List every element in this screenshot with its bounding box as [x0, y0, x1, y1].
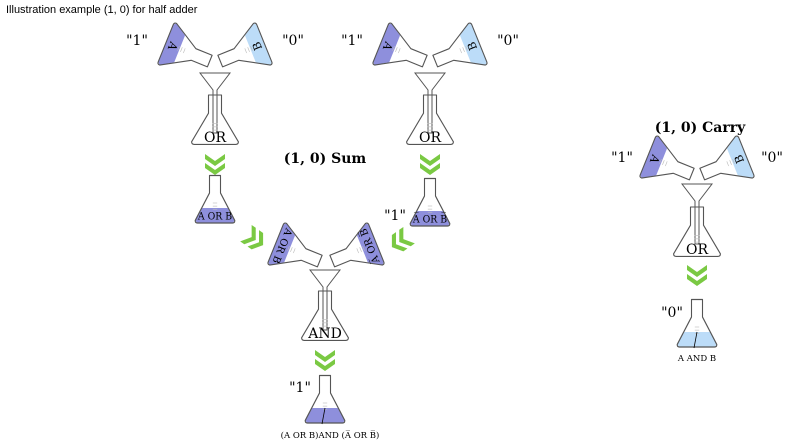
- value-a: "1": [341, 33, 363, 49]
- chevron-down-icon: [315, 350, 335, 371]
- liquid: [373, 23, 401, 66]
- flask-outline: [301, 290, 349, 341]
- result-value: "1": [289, 380, 311, 396]
- flask-result: A̅ OR B̅: [409, 177, 451, 227]
- flask-outline: [191, 94, 239, 145]
- chevron-down-icon: [205, 154, 225, 175]
- liquid: [356, 223, 384, 266]
- flask-label: A̅ OR B̅: [412, 213, 447, 226]
- gate-label: OR: [204, 130, 226, 146]
- chevron-down-icon: [420, 154, 440, 175]
- flask-gate: [191, 94, 239, 145]
- flask-outline: [432, 22, 488, 68]
- flask-outline: [329, 222, 385, 268]
- gate-label: OR: [419, 130, 441, 146]
- gate-label: AND: [307, 326, 342, 342]
- sum-title: (1, 0) Sum: [284, 151, 367, 167]
- flask-label: A OR B: [197, 211, 232, 223]
- result-value: "0": [661, 305, 683, 321]
- value-b: "0": [282, 33, 304, 49]
- funnel-icon: [680, 183, 714, 245]
- flask-outline: [372, 22, 428, 68]
- flask-input-a: A: [157, 22, 213, 68]
- chevron-down-icon: [687, 265, 707, 286]
- flask-outline: [194, 174, 236, 224]
- flask-outline: [699, 135, 755, 181]
- liquid: [410, 211, 450, 226]
- gate-label: OR: [686, 242, 708, 258]
- liquid: [726, 136, 754, 179]
- flask-input-a: A: [372, 22, 428, 68]
- flask-gate: [301, 290, 349, 341]
- liquid: [677, 332, 717, 347]
- liquid: [158, 23, 186, 66]
- funnel-icon: [413, 72, 447, 134]
- liquid: [195, 208, 235, 223]
- flask-gate: [673, 206, 721, 257]
- flask-input-b: B: [432, 22, 488, 68]
- liquid: [459, 23, 487, 66]
- funnel-icon: [198, 72, 232, 134]
- result-label: (A OR B)AND (A̅ OR B̅): [281, 429, 380, 441]
- result-value: "1": [384, 208, 406, 224]
- figure-title: Illustration example (1, 0) for half add…: [6, 4, 198, 16]
- value-b: "0": [761, 150, 783, 166]
- liquid: [244, 23, 272, 66]
- funnel-icon: [308, 269, 342, 331]
- chevron-down-icon: [240, 224, 264, 250]
- value-a: "1": [126, 33, 148, 49]
- flask-gate: [406, 94, 454, 145]
- liquid: [305, 408, 345, 423]
- flask-outline: [304, 374, 346, 424]
- flask-input-b: B: [699, 135, 755, 181]
- flask-outline: [157, 22, 213, 68]
- value-b: "0": [497, 33, 519, 49]
- flask-result: [676, 298, 718, 348]
- chevron-down-icon: [391, 226, 415, 252]
- flask-outline: [639, 135, 695, 181]
- carry-title: (1, 0) Carry: [655, 120, 746, 136]
- flask-outline: [409, 177, 451, 227]
- flask-result: A OR B: [194, 174, 236, 224]
- flask-outline: [217, 22, 273, 68]
- flask-input-b: B: [217, 22, 273, 68]
- liquid: [640, 136, 668, 179]
- flask-outline: [267, 222, 323, 268]
- liquid: [268, 223, 296, 266]
- flask-result: [304, 374, 346, 424]
- flask-outline: [406, 94, 454, 145]
- result-label: A AND B: [677, 354, 716, 364]
- flask-outline: [676, 298, 718, 348]
- flask-outline: [673, 206, 721, 257]
- flask-input-a: A: [639, 135, 695, 181]
- value-a: "1": [611, 150, 633, 166]
